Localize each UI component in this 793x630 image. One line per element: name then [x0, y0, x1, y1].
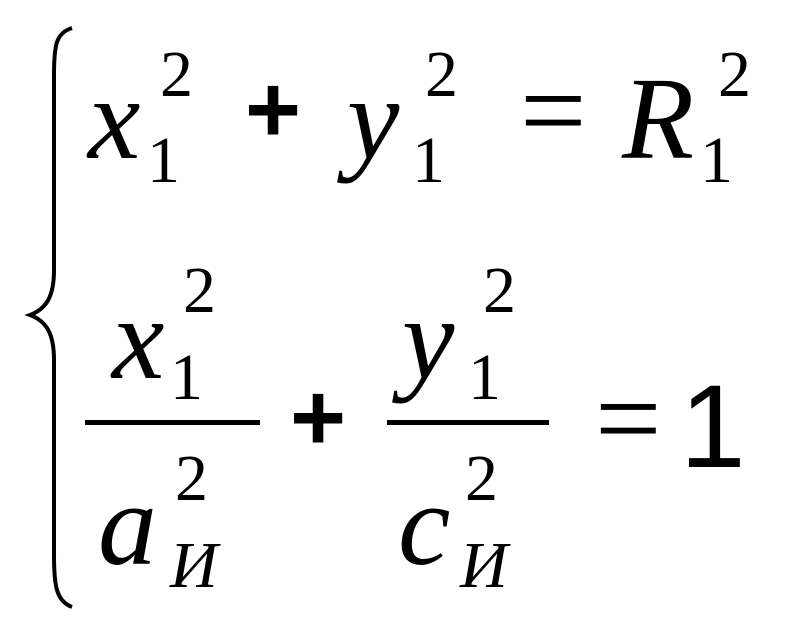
- frac2-bar: [387, 420, 549, 425]
- frac2-denominator-superscript: 2: [465, 442, 498, 515]
- row1-y-subscript: 1: [412, 124, 445, 197]
- frac2-denominator-subscript: И: [460, 529, 508, 602]
- row1-x-subscript: 1: [147, 124, 180, 197]
- row1-plus: +: [245, 56, 302, 163]
- frac1-denominator-a: a: [98, 459, 157, 590]
- row1-x-superscript: 2: [160, 38, 193, 111]
- row1-y: y: [347, 53, 400, 184]
- row1-R-subscript: 1: [700, 124, 733, 197]
- row2-plus: +: [290, 364, 347, 471]
- left-curly-brace: [24, 26, 73, 609]
- frac1-numerator-subscript: 1: [170, 341, 203, 414]
- row1-equals: =: [520, 45, 587, 176]
- row2-equals: =: [595, 353, 662, 484]
- frac1-bar: [85, 420, 260, 425]
- row1-R-superscript: 2: [718, 38, 751, 111]
- row2-rhs-one: 1: [680, 361, 746, 493]
- row1-R: R: [622, 53, 695, 184]
- row1-x: x: [88, 53, 141, 184]
- frac1-numerator-x: x: [112, 273, 165, 404]
- frac2-numerator-subscript: 1: [468, 341, 501, 414]
- frac1-denominator-superscript: 2: [175, 442, 208, 515]
- frac1-denominator-subscript: И: [170, 529, 218, 602]
- frac2-numerator-y: y: [402, 273, 455, 404]
- frac1-numerator-superscript: 2: [183, 254, 216, 327]
- frac2-numerator-superscript: 2: [483, 254, 516, 327]
- frac2-denominator-c: c: [398, 459, 451, 590]
- row1-y-superscript: 2: [425, 38, 458, 111]
